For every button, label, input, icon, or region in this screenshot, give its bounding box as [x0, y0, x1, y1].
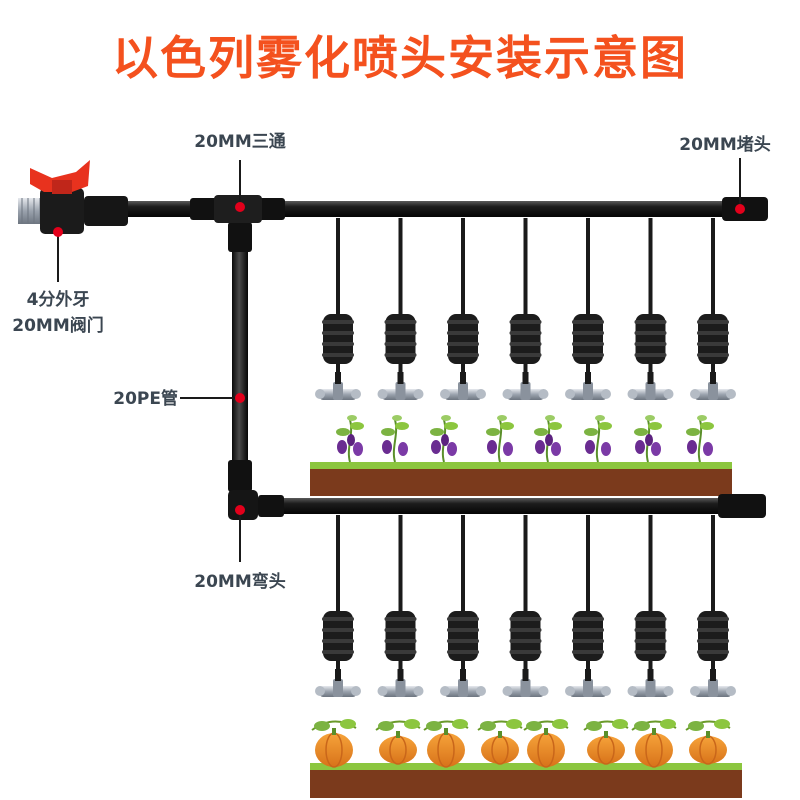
sprayer-drop — [565, 515, 611, 697]
sprayer-drop — [627, 515, 674, 697]
label-valve-line1: 4分外牙 — [27, 289, 90, 310]
label-pe-pipe: 20PE管 — [113, 388, 178, 409]
label-elbow: 20MM弯头 — [194, 571, 286, 592]
sprayer-drop — [502, 515, 549, 697]
pumpkin — [375, 719, 421, 765]
page-title: 以色列雾化喷头安装示意图 — [112, 31, 688, 85]
sprayer-drop — [502, 218, 549, 400]
sprayer-drop — [377, 218, 424, 400]
label-tee: 20MM三通 — [194, 132, 286, 152]
markers — [53, 158, 745, 562]
pumpkin — [523, 719, 569, 768]
pumpkin-row — [311, 719, 731, 768]
sprayer-row-top — [315, 218, 736, 400]
sprayer-row-bottom — [315, 515, 736, 697]
sprayer-drop — [440, 218, 486, 400]
eggplant-plant — [486, 415, 514, 463]
soil-bed-bottom — [310, 763, 742, 798]
pumpkin — [311, 719, 357, 768]
pe-pipe-vertical — [228, 215, 252, 503]
label-valve-line2: 20MM阀门 — [12, 315, 104, 336]
eggplant-plant — [430, 415, 458, 463]
pumpkin — [631, 719, 677, 768]
sprayer-drop — [440, 515, 486, 697]
pumpkin — [423, 719, 469, 768]
eggplant-plant — [336, 415, 364, 463]
sprayer-drop — [315, 515, 361, 697]
sprayer-drop — [315, 218, 361, 400]
main-pipe-bottom — [228, 490, 766, 520]
eggplant-plant — [381, 415, 409, 463]
pumpkin — [685, 719, 731, 765]
eggplant-plant — [534, 415, 562, 463]
soil-bed-top — [310, 462, 732, 496]
pumpkin — [477, 719, 523, 765]
eggplant-plant — [686, 415, 714, 463]
sprayer-drop — [565, 218, 611, 400]
eggplant-row — [336, 415, 714, 463]
eggplant-plant — [634, 415, 662, 463]
sprayer-drop — [690, 218, 736, 400]
main-pipe-top — [80, 197, 768, 221]
sprayer-drop — [377, 515, 424, 697]
pumpkin — [583, 719, 629, 765]
sprayer-drop — [690, 515, 736, 697]
label-end-cap: 20MM堵头 — [679, 135, 771, 155]
sprayer-drop — [627, 218, 674, 400]
eggplant-plant — [584, 415, 612, 463]
valve — [18, 160, 128, 234]
